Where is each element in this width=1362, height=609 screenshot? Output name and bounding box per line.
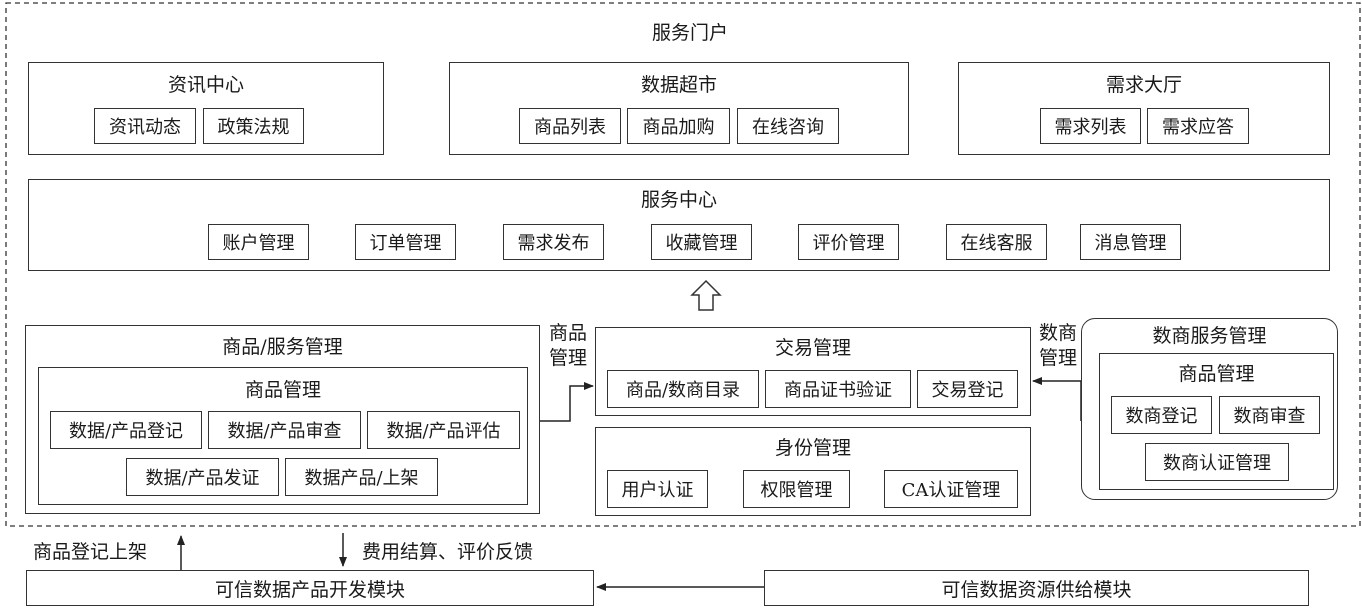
market-list-item[interactable]: 商品列表 bbox=[519, 108, 621, 144]
merchant-inner-title: 商品管理 bbox=[1178, 363, 1255, 385]
goods-to-trade-arrow bbox=[540, 382, 594, 422]
service-support-item[interactable]: 在线客服 bbox=[946, 224, 1047, 260]
merchant-service-title: 数商服务管理 bbox=[1152, 325, 1267, 347]
goods-arrow-label-line2: 管理 bbox=[548, 347, 587, 369]
dev-module-box[interactable]: 可信数据产品开发模块 bbox=[26, 570, 594, 606]
goods-review-item[interactable]: 数据/产品审查 bbox=[208, 411, 361, 449]
info-center-title: 资讯中心 bbox=[167, 74, 244, 96]
portal-title: 服务门户 bbox=[651, 22, 728, 44]
identity-permission-item[interactable]: 权限管理 bbox=[743, 470, 850, 508]
merchant-to-trade-arrow bbox=[1032, 377, 1082, 421]
goods-register-item[interactable]: 数据/产品登记 bbox=[50, 411, 202, 449]
trade-catalog-item[interactable]: 商品/数商目录 bbox=[607, 370, 759, 408]
trade-title: 交易管理 bbox=[774, 337, 851, 359]
market-consult-item[interactable]: 在线咨询 bbox=[737, 108, 839, 144]
demand-list-item[interactable]: 需求列表 bbox=[1040, 108, 1141, 144]
service-order-item[interactable]: 订单管理 bbox=[355, 224, 456, 260]
trade-cert-verify-item[interactable]: 商品证书验证 bbox=[765, 370, 911, 408]
service-account-item[interactable]: 账户管理 bbox=[208, 224, 309, 260]
service-message-item[interactable]: 消息管理 bbox=[1080, 224, 1181, 260]
info-news-item[interactable]: 资讯动态 bbox=[94, 108, 196, 144]
goods-inner-title: 商品管理 bbox=[244, 379, 321, 401]
goods-evaluate-item[interactable]: 数据/产品评估 bbox=[367, 411, 520, 449]
demand-answer-item[interactable]: 需求应答 bbox=[1147, 108, 1249, 144]
demand-hall-panel bbox=[958, 62, 1330, 155]
goods-service-title: 商品/服务管理 bbox=[222, 336, 343, 358]
identity-ca-auth-item[interactable]: CA认证管理 bbox=[884, 470, 1018, 508]
trade-register-item[interactable]: 交易登记 bbox=[917, 370, 1018, 408]
settle-feedback-label: 费用结算、评价反馈 bbox=[362, 541, 534, 563]
goods-listing-item[interactable]: 数据产品/上架 bbox=[285, 458, 438, 496]
portal-dashed-frame bbox=[5, 2, 1361, 527]
service-center-title: 服务中心 bbox=[640, 189, 717, 211]
goods-arrow-label-line1: 商品 bbox=[548, 322, 587, 344]
service-review-item[interactable]: 评价管理 bbox=[798, 224, 899, 260]
hollow-up-arrow-icon bbox=[690, 279, 722, 311]
merchant-arrow-label-line2: 管理 bbox=[1038, 347, 1077, 369]
data-market-title: 数据超市 bbox=[640, 74, 717, 96]
service-demand-publish-item[interactable]: 需求发布 bbox=[503, 224, 604, 260]
register-listing-label: 商品登记上架 bbox=[33, 541, 148, 563]
identity-user-auth-item[interactable]: 用户认证 bbox=[607, 470, 708, 508]
identity-title: 身份管理 bbox=[774, 437, 851, 459]
merchant-arrow-label-line1: 数商 bbox=[1038, 322, 1077, 344]
service-favorite-item[interactable]: 收藏管理 bbox=[651, 224, 752, 260]
merchant-review-item[interactable]: 数商审查 bbox=[1219, 396, 1320, 434]
merchant-cert-item[interactable]: 数商认证管理 bbox=[1145, 443, 1289, 481]
supply-module-box[interactable]: 可信数据资源供给模块 bbox=[764, 570, 1309, 606]
market-cart-item[interactable]: 商品加购 bbox=[627, 108, 730, 144]
merchant-register-item[interactable]: 数商登记 bbox=[1111, 396, 1212, 434]
demand-hall-title: 需求大厅 bbox=[1105, 74, 1182, 96]
goods-certify-item[interactable]: 数据/产品发证 bbox=[126, 458, 279, 496]
info-policy-item[interactable]: 政策法规 bbox=[203, 108, 304, 144]
